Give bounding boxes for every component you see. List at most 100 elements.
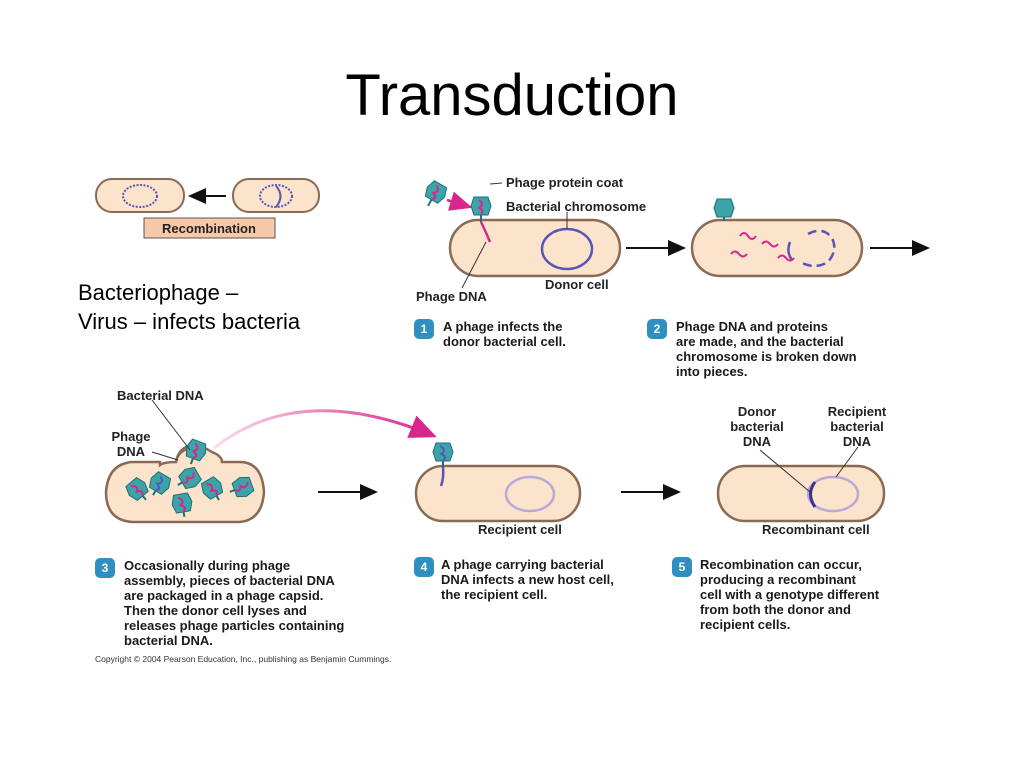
mini-dna-fragment bbox=[275, 185, 282, 208]
phage-particle-2 bbox=[146, 469, 174, 497]
donor-cell bbox=[448, 218, 622, 278]
step-4-line-1: A phage carrying bacterial bbox=[441, 557, 604, 572]
leader-recipient-dna bbox=[835, 446, 859, 478]
step-5-line-1: Recombination can occur, bbox=[700, 557, 862, 572]
label-phage-dna-top: Phage DNA bbox=[416, 289, 487, 304]
leader-phage-dna-left bbox=[151, 451, 179, 461]
step-2-badge bbox=[647, 319, 667, 339]
step-4-line-2: DNA infects a new host cell, bbox=[441, 572, 614, 587]
step-5: 5 Recombination can occur, producing a r… bbox=[672, 557, 880, 632]
phage-dna-copy-3 bbox=[761, 240, 779, 248]
phage-particle-4 bbox=[176, 464, 204, 492]
mini-cell-left bbox=[95, 178, 185, 213]
step-3-line-1: Occasionally during phage bbox=[124, 558, 290, 573]
leader-donor-dna bbox=[759, 449, 811, 493]
phage-particle-5 bbox=[198, 474, 226, 502]
escaping-phage bbox=[183, 437, 209, 465]
label-bacterial-chromosome: Bacterial chromosome bbox=[506, 199, 646, 214]
step-5-line-2: producing a recombinant bbox=[700, 572, 857, 587]
page-title: Transduction bbox=[345, 63, 679, 128]
step-3-line-4: Then the donor cell lyses and bbox=[124, 603, 307, 618]
label-recipient-cell: Recipient cell bbox=[478, 522, 562, 537]
free-phage bbox=[422, 178, 450, 207]
donor-cell-group: Phage protein coat Bacterial chromosome … bbox=[416, 175, 646, 304]
label-donor-dna-3: DNA bbox=[743, 434, 772, 449]
leader-bacterial-dna bbox=[151, 399, 191, 451]
step-3-number: 3 bbox=[102, 561, 109, 575]
phage-particle-6 bbox=[229, 474, 256, 500]
phage-dna-copy-4 bbox=[777, 254, 795, 262]
step-5-line-5: recipient cells. bbox=[700, 617, 790, 632]
step-1-badge bbox=[414, 319, 434, 339]
phage-dna-copy-1 bbox=[739, 232, 757, 240]
step-5-number: 5 bbox=[679, 560, 686, 574]
infected-cell bbox=[690, 218, 864, 278]
label-donor-cell: Donor cell bbox=[545, 277, 609, 292]
infecting-phage bbox=[432, 442, 454, 467]
injected-phage-dna bbox=[479, 221, 492, 243]
infection-arrow bbox=[446, 191, 473, 211]
mini-chromosome-left bbox=[122, 184, 158, 208]
step-3-line-2: assembly, pieces of bacterial DNA bbox=[124, 573, 335, 588]
chromosome-fragment bbox=[787, 241, 794, 261]
step-5-badge bbox=[672, 557, 692, 577]
note-line-2: Virus – infects bacteria bbox=[78, 309, 301, 334]
recombination-label: Recombination bbox=[162, 221, 256, 236]
mini-cell-right bbox=[232, 178, 320, 213]
step-2: 2 Phage DNA and proteins are made, and t… bbox=[647, 319, 857, 379]
step-5-line-4: from both the donor and bbox=[700, 602, 851, 617]
step-1-line-2: donor bacterial cell. bbox=[443, 334, 566, 349]
recombinant-cell bbox=[716, 464, 886, 523]
phage-particle-3 bbox=[170, 491, 194, 517]
label-donor-dna-2: bacterial bbox=[730, 419, 783, 434]
step-4-badge bbox=[414, 557, 434, 577]
leader-phage-dna bbox=[461, 241, 487, 289]
label-donor-dna-1: Donor bbox=[738, 404, 776, 419]
recipient-chromosome bbox=[504, 475, 556, 513]
step-1-line-1: A phage infects the bbox=[443, 319, 562, 334]
label-bacterial-dna: Bacterial DNA bbox=[117, 388, 204, 403]
step-1: 1 A phage infects the donor bacterial ce… bbox=[414, 319, 566, 349]
broken-chromosome bbox=[799, 229, 836, 268]
step-2-line-2: are made, and the bacterial bbox=[676, 334, 844, 349]
label-recombinant-cell: Recombinant cell bbox=[762, 522, 870, 537]
phage-dna-copy-2 bbox=[730, 250, 748, 258]
step-3-line-5: releases phage particles containing bbox=[124, 618, 344, 633]
bacteriophage-note: Bacteriophage – Virus – infects bacteria bbox=[78, 278, 300, 336]
empty-phage-coat bbox=[713, 198, 735, 221]
step-1-number: 1 bbox=[421, 322, 428, 336]
recombinant-chromosome bbox=[806, 475, 860, 513]
label-phage-dna-left-2: DNA bbox=[117, 444, 146, 459]
step-5-line-3: cell with a genotype different bbox=[700, 587, 880, 602]
step-4-line-3: the recipient cell. bbox=[441, 587, 547, 602]
note-line-1: Bacteriophage – bbox=[78, 280, 239, 305]
step-2-line-4: into pieces. bbox=[676, 364, 748, 379]
step-3-badge bbox=[95, 558, 115, 578]
step-3-line-3: are packaged in a phage capsid. bbox=[124, 588, 323, 603]
step-3: 3 Occasionally during phage assembly, pi… bbox=[95, 558, 344, 648]
label-recipient-dna-2: bacterial bbox=[830, 419, 883, 434]
phage-particle-1 bbox=[123, 475, 151, 503]
step-4-number: 4 bbox=[421, 560, 428, 574]
label-phage-protein-coat: Phage protein coat bbox=[506, 175, 624, 190]
step-2-line-1: Phage DNA and proteins bbox=[676, 319, 828, 334]
recipient-cell bbox=[414, 464, 582, 523]
attached-phage bbox=[470, 196, 492, 222]
recombination-mini: Recombination bbox=[95, 178, 320, 239]
donor-dna-segment bbox=[809, 481, 817, 508]
step-4: 4 A phage carrying bacterial DNA infects… bbox=[414, 557, 614, 602]
label-recipient-dna-1: Recipient bbox=[828, 404, 887, 419]
copyright: Copyright © 2004 Pearson Education, Inc.… bbox=[95, 654, 391, 664]
label-phage-dna-left-1: Phage bbox=[111, 429, 150, 444]
transfer-arrow bbox=[213, 409, 437, 450]
leader-protein-coat bbox=[489, 182, 503, 185]
infected-cell-group bbox=[690, 198, 864, 278]
injected-bacterial-dna bbox=[439, 466, 445, 487]
lysing-cell-group: Bacterial DNA Phage DNA bbox=[104, 388, 266, 524]
recombination-box bbox=[143, 217, 276, 239]
recipient-cell-group: Recipient cell bbox=[414, 442, 582, 537]
label-recipient-dna-3: DNA bbox=[843, 434, 872, 449]
step-2-line-3: chromosome is broken down bbox=[676, 349, 857, 364]
recombinant-cell-group: Donor bacterial DNA Recipient bacterial … bbox=[716, 404, 887, 537]
